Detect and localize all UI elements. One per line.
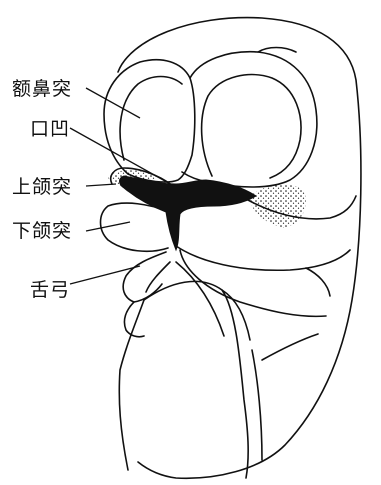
label-maxillary-prominence: 上颌突 bbox=[12, 178, 72, 197]
label-stomodeum: 口凹 bbox=[30, 120, 70, 139]
label-tongue-arch: 舌弓 bbox=[30, 281, 70, 300]
label-frontonasal-prominence: 额鼻突 bbox=[12, 80, 72, 99]
stomodeum-opening bbox=[120, 176, 257, 250]
neck-block bbox=[144, 281, 248, 478]
leader-mandibular bbox=[86, 222, 130, 231]
head-outline bbox=[118, 18, 361, 479]
leader-maxillary bbox=[86, 184, 116, 186]
leader-frontonasal bbox=[86, 88, 140, 118]
leader-tongue-arch bbox=[70, 266, 140, 284]
label-mandibular-prominence: 下颌突 bbox=[12, 222, 72, 241]
tongue-arch bbox=[123, 252, 166, 337]
maxillary-shading-right bbox=[248, 184, 306, 228]
mandibular-prominence bbox=[101, 203, 171, 251]
